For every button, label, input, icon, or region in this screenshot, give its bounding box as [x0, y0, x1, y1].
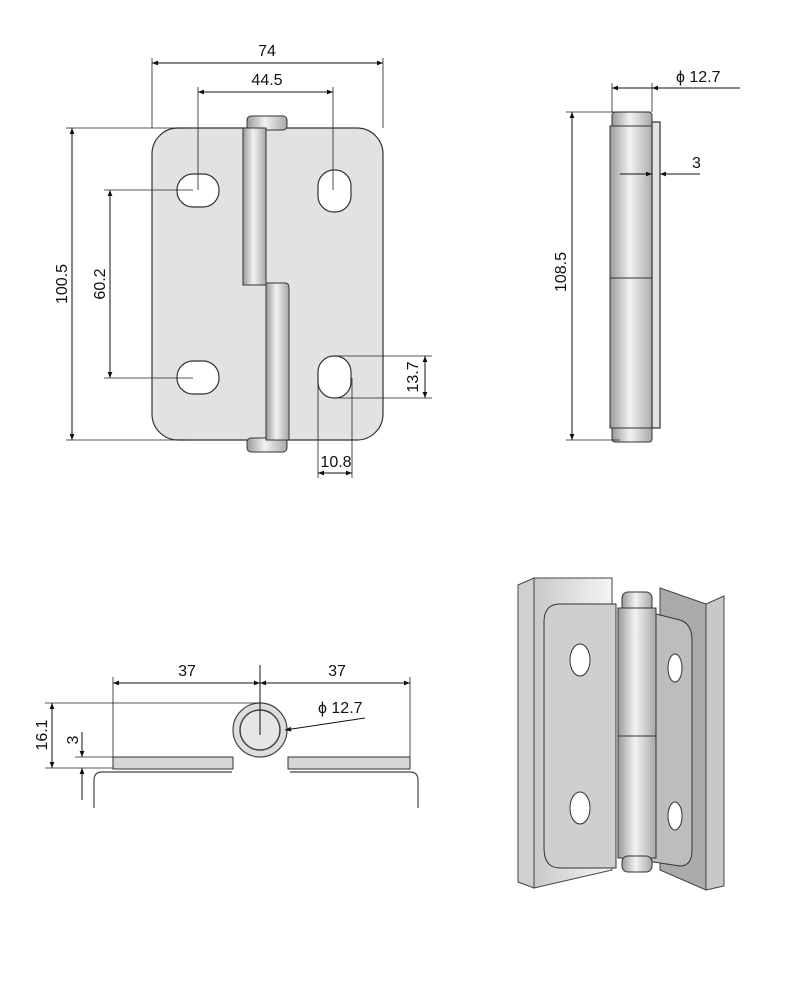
- pin-cap-top: [246, 115, 288, 131]
- slot-hole: [176, 360, 220, 395]
- dim-hole-spacing-v: 60.2: [92, 268, 109, 299]
- side-view: 108.5 ϕ 12.7 3: [553, 69, 740, 443]
- side-plate: [651, 121, 661, 429]
- dim-overall-depth: 16.1: [34, 719, 51, 750]
- right-leaf: [287, 756, 411, 770]
- lower-knuckle: [265, 282, 290, 441]
- bottom-view: 37 37 16.1 3 ϕ 12.7: [34, 663, 419, 808]
- dim-hole-spacing-h: 44.5: [251, 72, 282, 89]
- dim-side-thickness: 3: [692, 155, 701, 172]
- dim-slot-width: 10.8: [320, 454, 351, 471]
- dim-bottom-thickness: 3: [65, 735, 82, 744]
- dim-width: 74: [258, 43, 276, 60]
- dim-pin-diameter: ϕ 12.7: [676, 69, 721, 86]
- dim-slot-length: 13.7: [405, 361, 422, 392]
- front-view: 74 44.5 100.5 60.2 13.7 10.8: [54, 43, 432, 478]
- isometric-view: [517, 577, 725, 891]
- dim-left-leaf: 37: [178, 663, 196, 680]
- dim-overall-height: 108.5: [553, 252, 570, 292]
- upper-knuckle: [242, 127, 267, 286]
- left-leaf: [112, 756, 234, 770]
- dim-height: 100.5: [54, 264, 71, 304]
- side-lower-knuckle: [609, 277, 655, 429]
- side-upper-knuckle: [609, 125, 655, 279]
- dim-knuckle-diameter: ϕ 12.7: [318, 700, 363, 717]
- slot-hole: [317, 355, 352, 399]
- slot-hole: [317, 169, 352, 213]
- dim-right-leaf: 37: [328, 663, 346, 680]
